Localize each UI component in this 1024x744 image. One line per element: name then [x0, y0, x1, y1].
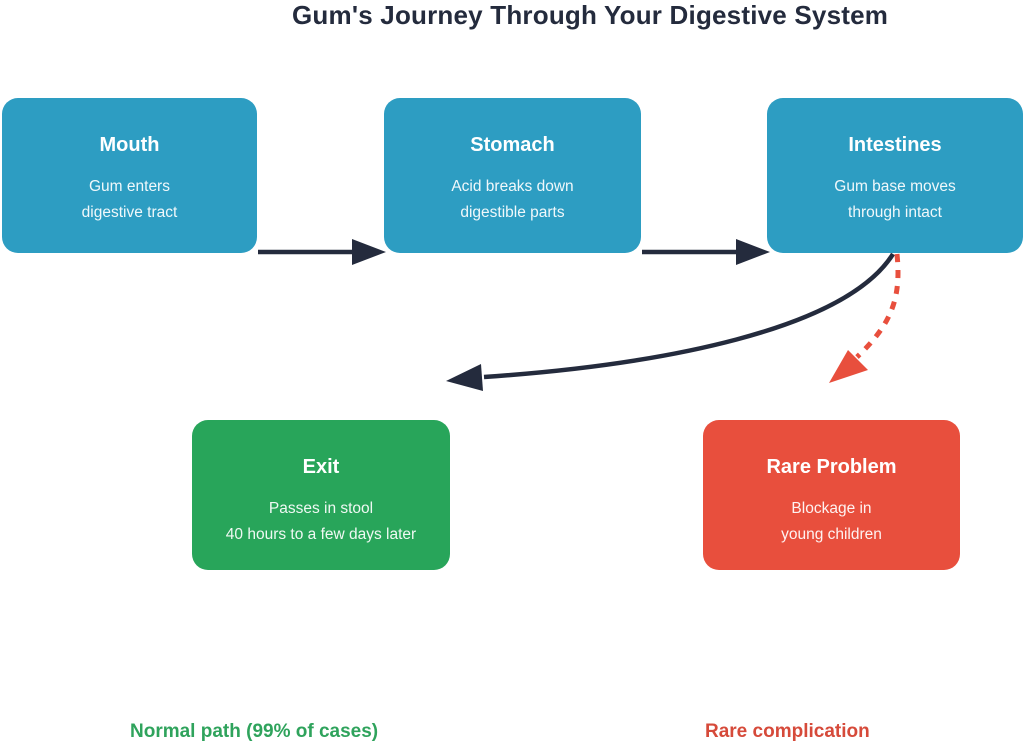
arrow-stomach-to-intestines: [642, 239, 770, 265]
legend-rare-complication: Rare complication: [705, 721, 870, 742]
legend-normal-path: Normal path (99% of cases): [130, 721, 379, 742]
node-rare-problem-title: Rare Problem: [766, 456, 897, 478]
node-stomach-line1: Acid breaks down: [451, 178, 574, 195]
node-exit-line2: 40 hours to a few days later: [225, 526, 417, 543]
node-mouth-title: Mouth: [99, 134, 160, 156]
node-intestines: Intestines Gum base moves through intact: [767, 98, 1023, 253]
node-rare-problem-line2: young children: [781, 526, 882, 543]
node-stomach-line2: digestible parts: [460, 204, 565, 221]
arrow-mouth-to-stomach: [258, 239, 386, 265]
node-stomach: Stomach Acid breaks down digestible part…: [384, 98, 641, 253]
node-rare-problem: Rare Problem Blockage in young children: [703, 420, 960, 570]
node-intestines-line1: Gum base moves: [834, 178, 956, 195]
arrow-intestines-to-rare-problem: [829, 253, 901, 383]
diagram-title: Gum's Journey Through Your Digestive Sys…: [292, 0, 889, 30]
node-exit: Exit Passes in stool 40 hours to a few d…: [192, 420, 450, 570]
node-mouth: Mouth Gum enters digestive tract: [2, 98, 257, 253]
arrow-intestines-to-exit: [446, 252, 895, 391]
node-mouth-line2: digestive tract: [81, 204, 178, 221]
node-rare-problem-line1: Blockage in: [791, 500, 872, 517]
node-exit-title: Exit: [302, 456, 340, 478]
node-intestines-line2: through intact: [848, 204, 942, 221]
node-intestines-title: Intestines: [848, 134, 942, 156]
node-exit-line1: Passes in stool: [268, 500, 374, 517]
node-stomach-title: Stomach: [470, 134, 555, 156]
node-mouth-line1: Gum enters: [89, 178, 170, 195]
